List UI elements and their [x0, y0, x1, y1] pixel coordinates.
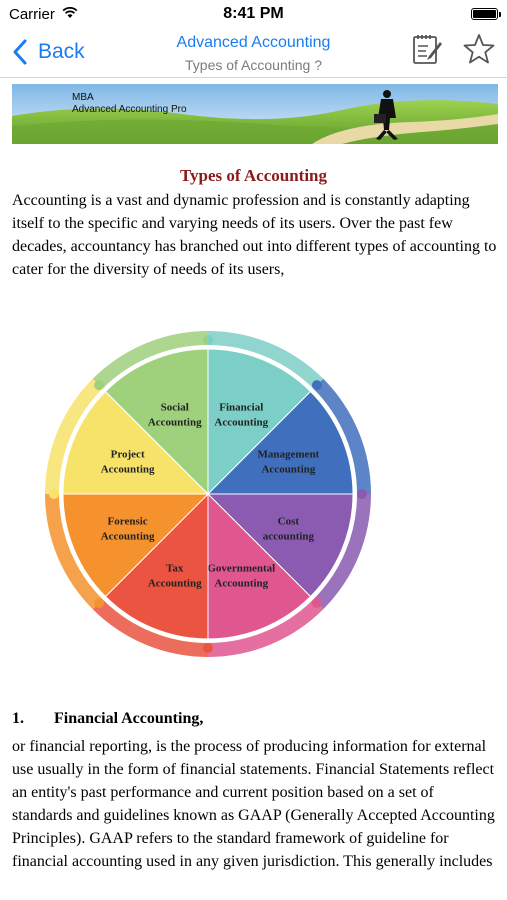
back-button[interactable]: Back	[12, 36, 85, 68]
status-bar: Carrier 8:41 PM	[0, 0, 507, 28]
wheel-arrow-marker	[94, 597, 105, 608]
wheel-ring-segment	[92, 599, 208, 657]
wheel-ring-segment	[208, 331, 324, 389]
wheel-slice-label: Accounting	[101, 464, 155, 476]
wheel-arrow-marker	[203, 643, 213, 653]
app-banner: MBA Advanced Accounting Pro	[12, 84, 498, 144]
wheel-slice	[104, 492, 209, 640]
wheel-slice	[207, 348, 312, 496]
wheel-slice	[62, 493, 210, 598]
wheel-slice	[104, 348, 209, 496]
wheel-arrow-marker	[357, 489, 367, 499]
wheel-arrow-marker	[311, 597, 322, 608]
section-1-heading: 1. Financial Accounting,	[12, 710, 203, 728]
star-icon[interactable]	[462, 32, 496, 66]
wheel-ring-segment	[45, 494, 103, 610]
wheel-ring-segment	[92, 331, 208, 389]
wheel-slice-label: Accounting	[101, 530, 155, 542]
wheel-slice-label: Accounting	[148, 417, 202, 429]
section-1-body: or financial reporting, is the process o…	[12, 738, 495, 870]
article-title: Types of Accounting	[179, 166, 328, 185]
wheel-ring-segment	[208, 599, 324, 657]
wheel-arrow-marker	[49, 489, 59, 499]
wheel-slice-label: Management	[258, 449, 320, 461]
chevron-left-icon	[13, 39, 27, 65]
wheel-slice-label: Social	[161, 402, 189, 414]
wifi-icon	[62, 6, 78, 18]
wheel-slice-label: Financial	[219, 402, 263, 414]
nav-titles: Advanced Accounting Types of Accounting …	[120, 34, 387, 73]
wheel-slice	[206, 390, 354, 495]
wheel-slice-label: Project	[111, 449, 145, 461]
wheel-ring-segment	[45, 378, 103, 494]
banner-line-1: MBA	[72, 92, 94, 103]
wheel-slice-label: Tax	[166, 562, 184, 574]
page-title: Advanced Accounting	[176, 34, 331, 51]
navigation-bar: Back Advanced Accounting Types of Accoun…	[0, 28, 507, 78]
wheel-slice-label: Accounting	[214, 577, 268, 589]
banner-landscape-image	[12, 84, 498, 144]
wheel-slice-label: Accounting	[261, 464, 315, 476]
wheel-slice-label: Accounting	[148, 577, 202, 589]
wheel-ring-segment	[313, 494, 371, 610]
accounting-types-wheel-image: FinancialAccountingManagementAccountingC…	[45, 331, 371, 657]
section-1-number: 1.	[12, 710, 24, 727]
wheel-ring-segment	[313, 378, 371, 494]
wheel-slice-label: Governmental	[207, 562, 275, 574]
back-label: Back	[38, 40, 85, 63]
intro-paragraph: Accounting is a vast and dynamic profess…	[12, 192, 497, 278]
banner-line-2: Advanced Accounting Pro	[72, 104, 187, 115]
battery-icon	[471, 8, 501, 20]
wheel-slice	[206, 493, 354, 598]
note-edit-icon[interactable]	[410, 32, 444, 66]
wheel-slice-label: Cost	[278, 515, 300, 527]
page-subtitle: Types of Accounting ?	[185, 57, 322, 73]
section-1-title: Financial Accounting,	[54, 710, 204, 727]
wheel-slice-label: Forensic	[108, 515, 148, 527]
wheel-arrow-marker	[311, 380, 322, 391]
wheel-slice	[62, 390, 210, 495]
wheel-slice-label: Accounting	[214, 417, 268, 429]
wheel-slice-label: accounting	[263, 530, 315, 542]
wheel-slice	[207, 492, 312, 640]
wheel-arrow-marker	[94, 380, 105, 391]
status-time: 8:41 PM	[223, 5, 284, 22]
carrier-label: Carrier	[9, 6, 55, 23]
